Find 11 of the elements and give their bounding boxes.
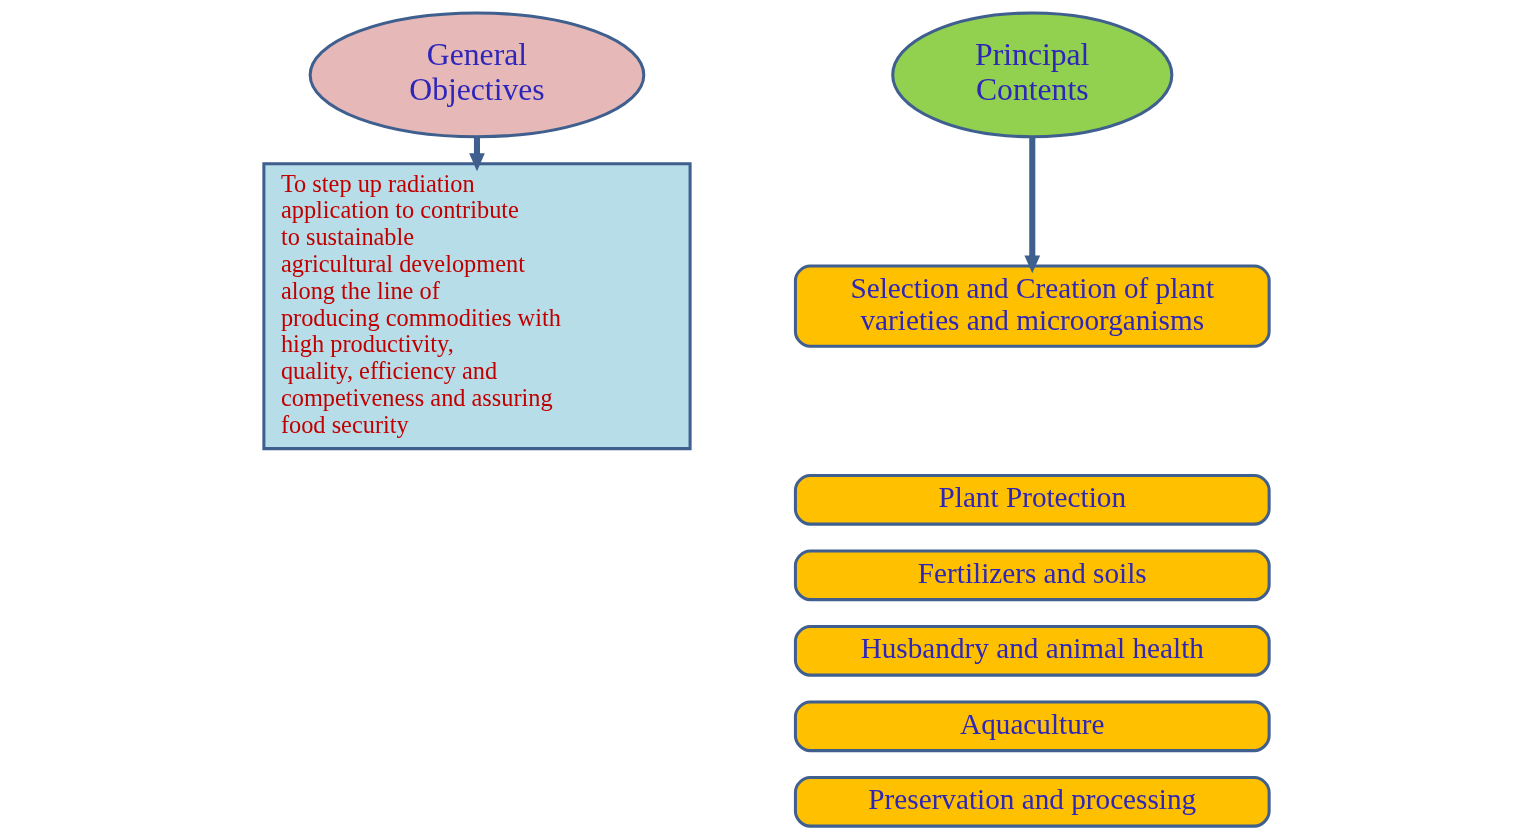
node-box: Preservation and processing — [793, 775, 1271, 828]
node-box: Aquaculture — [793, 700, 1271, 753]
node-box: Husbandry and animal health — [793, 624, 1271, 677]
arrow — [1024, 137, 1041, 274]
node-box: Selection and Creation of plant varieties and microorganisms — [793, 264, 1271, 348]
node-ellipse: Principal Contents — [891, 11, 1174, 139]
node-box: To step up radiation application to contribute to sustainable agricultural development along the line of producing commodities with high productivity, quality, efficiency and competiveness and assuring food security — [262, 162, 692, 451]
node-box: Plant Protection — [793, 473, 1271, 526]
arrow — [469, 137, 485, 172]
node-box: Fertilizers and soils — [793, 549, 1271, 602]
node-ellipse: General Objectives — [308, 11, 646, 139]
